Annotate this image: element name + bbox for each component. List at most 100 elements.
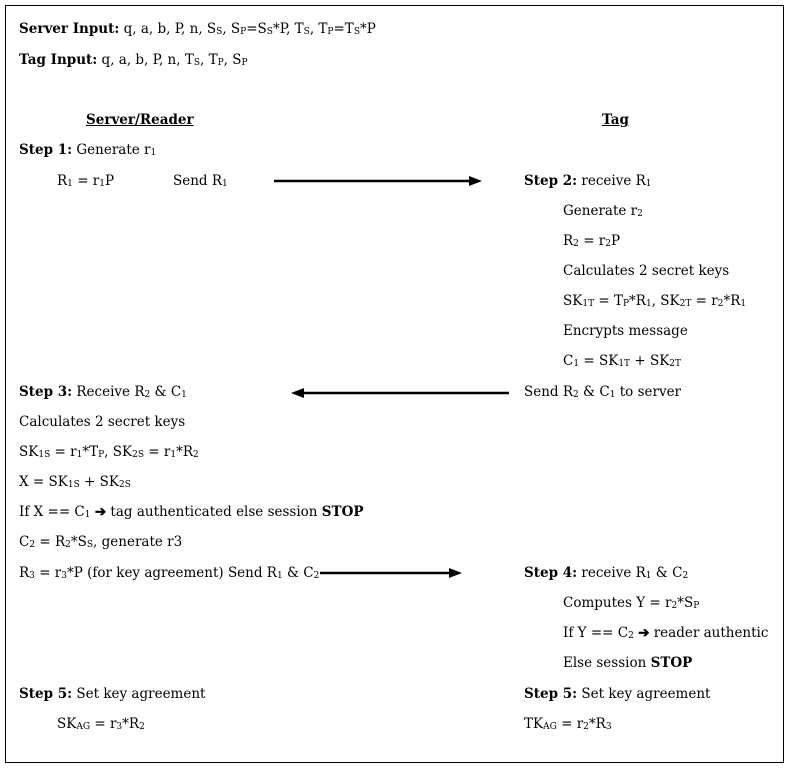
server-input-line: Server Input: q, a, b, P, n, SS, SP=SS*P… [19,21,376,37]
subscript: 2 [29,540,36,550]
subscript: P [622,299,630,309]
tag-input-line: Tag Input: q, a, b, P, n, TS, TP, SP [19,51,248,71]
subscript: 2 [717,299,724,309]
tag-input-text: , T [200,52,218,68]
eq-text: , generate r3 [93,534,183,550]
subscript: 2 [313,571,320,581]
eq-text: tag authenticated else session [106,504,322,520]
step-text: & C [150,384,182,400]
step-text: receive R [581,565,646,581]
step-text: & C [651,565,683,581]
subscript: 1S [38,450,51,460]
subscript: 2 [605,239,611,249]
server-c2-equation: C2 = R2*SS, generate r3 [19,533,182,553]
eq-text: *R [122,716,140,732]
subscript: 1 [67,179,73,189]
tag-input-values: q, a, b, P, n, T [101,52,194,68]
subscript: 1S [67,480,80,490]
eq-text: *R [723,293,741,309]
tag-header: Tag [602,112,629,128]
subscript: 2 [144,390,151,400]
subscript: 2S [132,450,144,460]
subscript: 1 [170,450,177,460]
tag-c1-equation: C1 = SK1T + SK2T [563,352,681,372]
eq-text: *R [588,716,606,732]
eq-text: Else session [563,655,651,671]
subscript: 1 [573,359,580,369]
subscript: 3 [61,571,67,581]
eq-text: to server [615,384,682,400]
tag-calc-keys: Calculates 2 secret keys [563,263,730,279]
eq-text: & C [578,384,610,400]
subscript: 2 [682,571,689,581]
step-label: Step 2: [524,173,578,189]
server-step1: Step 1: Generate r1 [19,141,156,161]
tag-computes-y: Computes Y = r2*SP [563,594,699,614]
eq-text: Send R [173,173,223,189]
subscript: AG [76,722,91,732]
tag-send-to-server: Send R2 & C1 to server [524,383,681,403]
subscript: 1 [222,179,228,189]
eq-text: SK [57,716,77,732]
subscript: 1 [181,390,187,400]
eq-text: P [611,233,621,249]
subscript: 1 [150,148,157,158]
eq-text: + SK [630,353,670,369]
step-label: Step 3: [19,384,73,400]
eq-text: X = SK [19,474,68,490]
eq-text: = r [72,173,100,189]
subscript: 2 [573,239,579,249]
step-text: Set key agreement [581,686,711,702]
subscript: 1 [645,299,652,309]
subscript: 2S [118,480,131,490]
server-if-check: If X == C1 ➔ tag authenticated else sess… [19,503,364,523]
eq-text: & C [282,565,314,581]
tag-else-stop: Else session STOP [563,654,692,672]
eq-text: C [19,534,30,550]
eq-text: = r [578,233,606,249]
server-input-text: =T [333,21,354,37]
subscript: AG [543,722,557,732]
stop-text: STOP [321,504,364,520]
server-skag-equation: SKAG = r3*R2 [57,715,145,735]
tag-generate-r2: Generate r2 [563,202,643,222]
subscript: 1 [276,571,283,581]
server-step5: Step 5: Set key agreement [19,685,205,703]
server-calc-keys: Calculates 2 secret keys [19,414,186,430]
eq-text: + SK [79,474,119,490]
subscript: S [303,27,310,37]
eq-text: *P (for key agreement) Send R [67,565,277,581]
arrow-right-1 [274,176,482,186]
server-input-text: , T [309,21,328,37]
eq-text: = R [35,534,66,550]
eq-text: = r [144,444,171,460]
subscript: 2 [583,722,589,732]
tag-input-text: , S [223,52,242,68]
subscript: 1 [740,299,747,309]
subscript: 2T [679,299,692,309]
eq-text: *T [82,444,99,460]
subscript: 1 [645,179,652,189]
subscript: 2 [139,722,145,732]
server-r3-equation: R3 = r3*P (for key agreement) Send R1 & … [19,564,319,584]
subscript: 1 [645,571,652,581]
eq-text: *S [70,534,87,550]
subscript: 1T [582,299,595,309]
eq-text: R [19,565,30,581]
tag-step2: Step 2: receive R1 [524,172,652,192]
server-r1-equation: R1 = r1P [57,172,114,192]
server-input-text: S [230,21,241,37]
eq-text: R [57,173,68,189]
eq-text: = SK [579,353,619,369]
implies-icon: ➔ [638,625,650,641]
subscript: P [693,601,700,611]
eq-text: R [563,233,574,249]
subscript: 1 [84,510,91,520]
subscript: 1 [99,179,105,189]
subscript: S [216,27,223,37]
server-input-text: *P, T [272,21,304,37]
subscript: 2 [637,209,643,219]
server-x-equation: X = SK1S + SK2S [19,473,131,493]
subscript: S [266,27,273,37]
eq-text: , SK [104,444,133,460]
